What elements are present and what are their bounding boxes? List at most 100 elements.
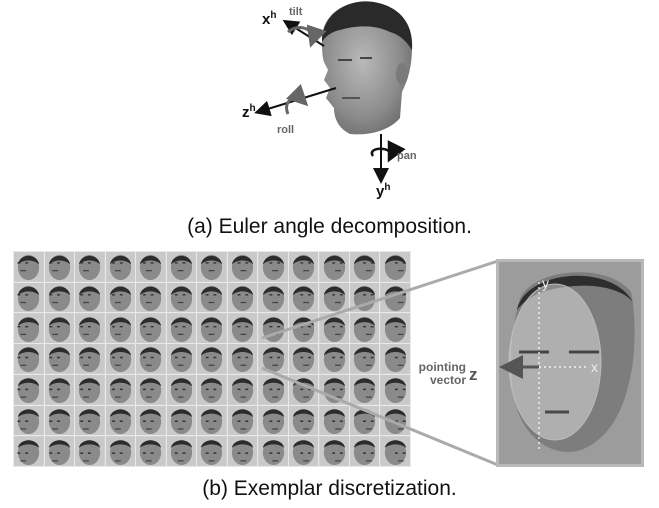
face-thumbnail bbox=[319, 344, 349, 374]
face-thumbnail bbox=[289, 283, 319, 313]
face-thumbnail bbox=[136, 436, 166, 466]
face-thumbnail bbox=[44, 436, 74, 466]
exemplar-face-cell bbox=[197, 374, 227, 405]
exemplar-face-cell bbox=[75, 313, 105, 344]
exemplar-face-cell bbox=[349, 313, 380, 344]
exemplar-face-cell bbox=[75, 344, 105, 374]
face-thumbnail bbox=[166, 436, 196, 466]
exemplar-face-cell bbox=[380, 374, 410, 405]
exemplar-face-cell bbox=[14, 313, 44, 344]
face-thumbnail bbox=[258, 375, 288, 405]
face-thumbnail bbox=[105, 375, 135, 405]
face-thumbnail bbox=[319, 252, 349, 282]
face-thumbnail bbox=[14, 375, 44, 405]
z-axis-label: zh bbox=[242, 103, 256, 121]
face-thumbnail bbox=[319, 283, 349, 313]
zoom-x-label: x bbox=[591, 359, 598, 375]
face-thumbnail bbox=[105, 405, 135, 435]
exemplar-face-cell bbox=[14, 405, 44, 436]
face-thumbnail bbox=[350, 344, 380, 374]
exemplar-face-cell bbox=[380, 252, 410, 282]
exemplar-face-cell bbox=[227, 282, 258, 313]
exemplar-face-cell bbox=[166, 436, 197, 466]
exemplar-face-cell bbox=[166, 344, 197, 374]
face-thumbnail bbox=[350, 252, 380, 282]
exemplar-face-cell bbox=[258, 374, 288, 405]
exemplar-face-cell bbox=[319, 374, 349, 405]
face-thumbnail bbox=[75, 313, 105, 343]
face-thumbnail bbox=[136, 344, 166, 374]
exemplar-face-cell bbox=[75, 436, 105, 466]
face-thumbnail bbox=[14, 436, 44, 466]
face-thumbnail bbox=[350, 436, 380, 466]
exemplar-face-cell bbox=[288, 436, 319, 466]
exemplar-face-cell bbox=[380, 436, 410, 466]
exemplar-face-cell bbox=[14, 436, 44, 466]
exemplar-face-cell bbox=[136, 282, 166, 313]
face-thumbnail bbox=[289, 405, 319, 435]
exemplar-grid bbox=[13, 251, 411, 467]
exemplar-face-cell bbox=[44, 252, 75, 282]
exemplar-face-cell bbox=[227, 374, 258, 405]
face-thumbnail bbox=[105, 283, 135, 313]
exemplar-face-cell bbox=[319, 282, 349, 313]
face-thumbnail bbox=[228, 283, 258, 313]
face-thumbnail bbox=[136, 313, 166, 343]
exemplar-face-cell bbox=[105, 252, 136, 282]
exemplar-face-cell bbox=[319, 436, 349, 466]
exemplar-face-cell bbox=[258, 405, 288, 436]
pan-label: pan bbox=[397, 150, 417, 162]
exemplar-face-cell bbox=[227, 344, 258, 374]
exemplar-face-cell bbox=[44, 436, 75, 466]
exemplar-face-cell bbox=[197, 282, 227, 313]
exemplar-face-cell bbox=[197, 405, 227, 436]
exemplar-face-cell bbox=[319, 405, 349, 436]
exemplar-face-cell bbox=[105, 374, 136, 405]
face-thumbnail bbox=[289, 436, 319, 466]
face-thumbnail bbox=[289, 344, 319, 374]
exemplar-face-cell bbox=[136, 405, 166, 436]
exemplar-face-cell bbox=[105, 436, 136, 466]
face-thumbnail bbox=[136, 405, 166, 435]
exemplar-face-cell bbox=[197, 436, 227, 466]
exemplar-face-cell bbox=[44, 313, 75, 344]
exemplar-face-cell bbox=[166, 405, 197, 436]
exemplar-face-cell bbox=[349, 344, 380, 374]
exemplar-face-cell bbox=[258, 282, 288, 313]
exemplar-face-cell bbox=[380, 344, 410, 374]
face-thumbnail bbox=[319, 436, 349, 466]
pan-rotation-icon bbox=[370, 140, 406, 163]
face-thumbnail bbox=[14, 405, 44, 435]
exemplar-face-cell bbox=[166, 252, 197, 282]
face-thumbnail bbox=[75, 283, 105, 313]
pointing-vector-label: pointing vector bbox=[418, 360, 466, 387]
face-thumbnail bbox=[197, 313, 227, 343]
face-thumbnail bbox=[197, 405, 227, 435]
exemplar-face-cell bbox=[44, 344, 75, 374]
face-thumbnail bbox=[105, 252, 135, 282]
zoomed-face-panel: y x bbox=[496, 259, 644, 467]
face-thumbnail bbox=[350, 405, 380, 435]
exemplar-face-cell bbox=[105, 313, 136, 344]
exemplar-face-cell bbox=[166, 374, 197, 405]
face-thumbnail bbox=[380, 436, 410, 466]
face-thumbnail bbox=[380, 344, 410, 374]
face-thumbnail bbox=[136, 283, 166, 313]
exemplar-face-cell bbox=[44, 282, 75, 313]
exemplar-face-cell bbox=[14, 344, 44, 374]
face-thumbnail bbox=[166, 344, 196, 374]
caption-b: (b) Exemplar discretization. bbox=[202, 477, 457, 500]
face-thumbnail bbox=[44, 252, 74, 282]
exemplar-face-cell bbox=[197, 252, 227, 282]
exemplar-face-cell bbox=[258, 436, 288, 466]
face-thumbnail bbox=[44, 405, 74, 435]
exemplar-face-cell bbox=[227, 405, 258, 436]
face-thumbnail bbox=[14, 283, 44, 313]
exemplar-face-cell bbox=[288, 405, 319, 436]
caption-a: (a) Euler angle decomposition. bbox=[187, 215, 472, 238]
face-thumbnail bbox=[258, 405, 288, 435]
exemplar-face-cell bbox=[75, 405, 105, 436]
exemplar-face-cell bbox=[380, 405, 410, 436]
exemplar-face-cell bbox=[197, 313, 227, 344]
face-thumbnail bbox=[197, 344, 227, 374]
